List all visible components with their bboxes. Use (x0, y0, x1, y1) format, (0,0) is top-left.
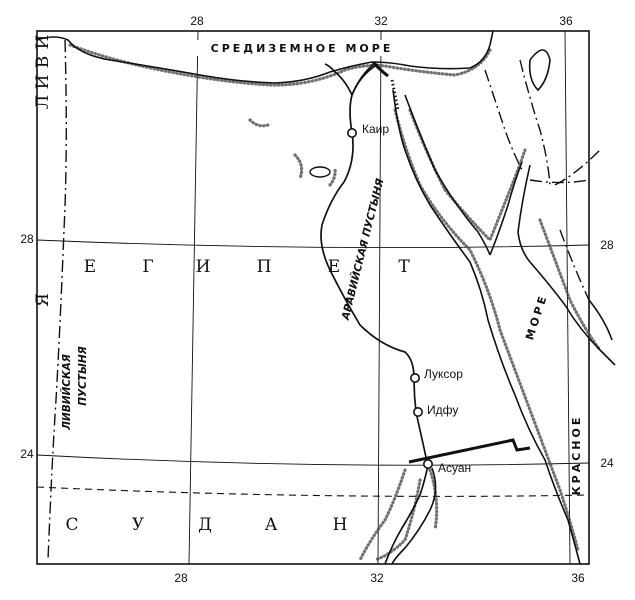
mediterranean-coast (36, 30, 551, 92)
egypt-letter-5: Е (328, 257, 340, 277)
egypt-label: Е Г И П Е Т (84, 257, 411, 277)
bottom-tick-36: 36 (571, 571, 585, 585)
city-luxor: Луксор (409, 367, 463, 383)
coast-island (528, 49, 551, 92)
meridian-36 (564, 30, 571, 565)
sudan-letter-1: С (65, 515, 78, 535)
libya-letter-2: И (33, 75, 53, 90)
egypt-letter-2: Г (142, 257, 153, 277)
sudan-letter-4: А (265, 515, 278, 535)
red-sea-more-label: МОРЕ (523, 292, 550, 342)
top-ticks: 28 32 36 (190, 14, 573, 28)
bottom-ticks: 28 32 36 (174, 571, 585, 585)
side-ticks: 28 24 28 24 (20, 232, 614, 470)
aswan-label: Асуан (438, 461, 471, 475)
edfu-marker (412, 406, 423, 417)
sudan-label: С У Д А Н (65, 515, 347, 535)
sudan-letter-2: У (132, 515, 145, 535)
parallel-28 (36, 239, 590, 249)
luxor-label: Луксор (424, 367, 463, 381)
top-tick-36: 36 (559, 14, 573, 28)
left-tick-24: 24 (20, 447, 34, 461)
meridian-32 (377, 30, 382, 565)
city-aswan: Асуан (422, 458, 471, 475)
mediterranean-label: СРЕДИЗЕМНОЕ МОРЕ (211, 42, 394, 55)
graticule (36, 30, 590, 565)
egypt-letter-4: П (257, 257, 272, 277)
map-frame (36, 30, 590, 565)
eastern-borders (484, 59, 601, 301)
sudan-border (36, 486, 590, 497)
city-edfu: Идфу (412, 403, 458, 417)
aswan-road (408, 438, 531, 464)
libya-border (47, 39, 67, 561)
red-sea-coasts (392, 89, 616, 565)
right-tick-28: 28 (600, 238, 614, 252)
luxor-marker (409, 372, 420, 383)
cairo-marker (346, 128, 357, 139)
delta-road (371, 61, 389, 78)
oasis-marks (248, 118, 337, 187)
parallel-24 (36, 454, 590, 466)
bottom-tick-28: 28 (174, 571, 188, 585)
suez-canal (390, 79, 400, 111)
sudan-letter-5: Н (333, 515, 348, 535)
sea-label-bg (143, 40, 463, 56)
bottom-tick-32: 32 (370, 571, 384, 585)
libya-letter-4: И (33, 35, 53, 50)
sudan-letter-3: Д (198, 515, 212, 535)
right-tick-24: 24 (600, 456, 614, 470)
egypt-letter-1: Е (84, 257, 96, 277)
libyan-desert-label: ЛИВИЙСКАЯ ПУСТЫНЯ (60, 346, 89, 431)
left-tick-28: 28 (20, 232, 34, 246)
libya-letter-3: В (33, 56, 53, 69)
egypt-letter-3: И (196, 257, 211, 277)
libya-letter-5: Я (33, 293, 53, 307)
top-tick-32: 32 (374, 14, 388, 28)
cairo-label: Каир (362, 122, 389, 136)
libya-letter-1: Л (33, 95, 53, 109)
libyan-desert-line-2: ПУСТЫНЯ (77, 346, 89, 406)
aswan-marker (422, 458, 433, 469)
lake-nasser-hatch (358, 468, 439, 562)
edfu-label: Идфу (427, 403, 458, 417)
red-sea-krasnoe-label: КРАСНОЕ (570, 415, 583, 496)
libya-label: Л И В И Я (33, 35, 53, 307)
meridian-28 (188, 30, 199, 565)
top-tick-28: 28 (190, 14, 204, 28)
libyan-desert-line-1: ЛИВИЙСКАЯ (60, 354, 73, 431)
egypt-letter-6: Т (398, 257, 410, 277)
city-cairo: Каир (346, 122, 389, 139)
